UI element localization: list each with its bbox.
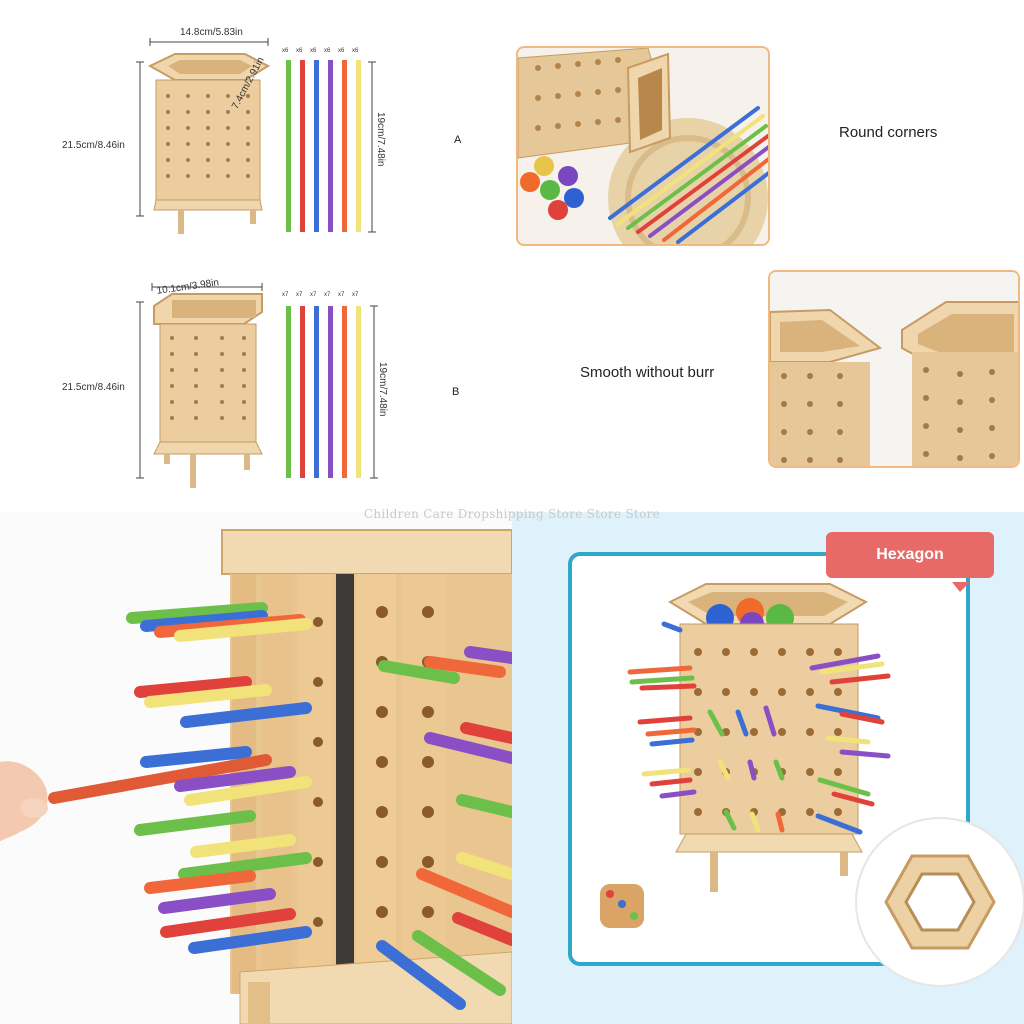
hexagon-holder-a-image	[136, 38, 376, 234]
stick-count-label: x7	[324, 292, 331, 298]
variant-letter-a: A	[454, 134, 462, 146]
smooth-label: Smooth without burr	[580, 364, 715, 381]
product-a-diagram: 14.8cm/5.83in 7.4cm/2.91in 21.5cm/8.46in…	[0, 0, 512, 256]
width-label-a: 14.8cm/5.83in	[180, 27, 243, 38]
stick-count-label: x6	[352, 48, 359, 54]
stick-length-label-b: 19cm/7.48in	[377, 362, 388, 417]
stick-count-label: x6	[324, 48, 331, 54]
stick-count-label: x6	[310, 48, 317, 54]
stick-count-label: x7	[296, 292, 303, 298]
smooth-edges-photo	[768, 270, 1020, 468]
stick-count-label: x7	[282, 292, 289, 298]
stick-count-label: x7	[352, 292, 359, 298]
stick-count-label: x7	[310, 292, 317, 298]
closeup-play-photo	[0, 512, 512, 1024]
hexagon-photo-panel: Hexagon	[512, 512, 1024, 1024]
store-watermark: Children Care Dropshipping Store Store S…	[363, 507, 661, 521]
height-label-a: 21.5cm/8.46in	[62, 140, 125, 151]
square-holder-b-image	[136, 283, 378, 488]
tower-with-colored-sticks-image	[0, 512, 512, 1024]
product-b-diagram: 10.1cm/3.98in 21.5cm/8.46in 19cm/7.48in …	[0, 256, 512, 506]
stick-count-label: x6	[282, 48, 289, 54]
wooden-tower-with-sticks-image	[518, 48, 768, 244]
height-label-b: 21.5cm/8.46in	[62, 382, 125, 393]
stick-count-label: x6	[338, 48, 345, 54]
stick-counts-a: x6 x6 x6 x6 x6 x6	[282, 48, 372, 58]
hexagon-tower-scene-image	[568, 552, 1024, 987]
holder-closeup-image	[770, 272, 1018, 466]
stick-count-label: x7	[338, 292, 345, 298]
hexagon-callout: Hexagon	[826, 532, 994, 578]
stick-counts-b: x7 x7 x7 x7 x7 x7	[282, 292, 372, 302]
stick-count-label: x6	[296, 48, 303, 54]
round-corners-photo	[516, 46, 770, 246]
variant-letter-b: B	[452, 386, 460, 398]
stick-length-label-a: 19cm/7.48in	[375, 112, 386, 167]
round-corners-label: Round corners	[839, 124, 938, 141]
